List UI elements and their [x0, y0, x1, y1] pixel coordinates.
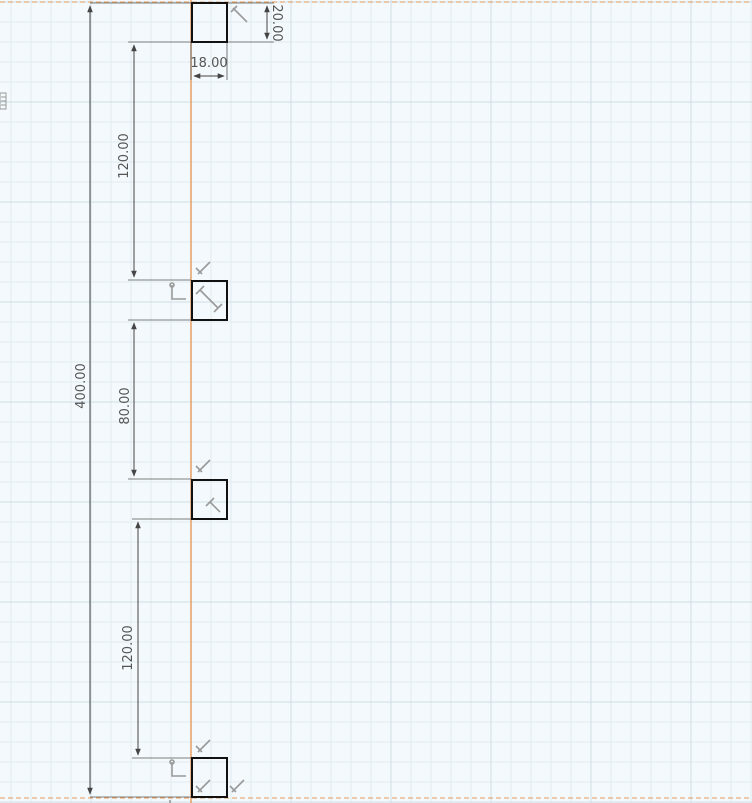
- dimension-square-height-label[interactable]: 20.00: [269, 4, 284, 41]
- perpendicular-constraint-icon[interactable]: [230, 5, 248, 23]
- profile-square-4[interactable]: [191, 757, 228, 798]
- dimension-gap-bottom-label[interactable]: 120.00: [121, 625, 136, 671]
- perpendicular-constraint-icon[interactable]: [195, 739, 211, 753]
- profile-square-3[interactable]: [191, 479, 228, 520]
- perpendicular-constraint-icon[interactable]: [195, 779, 211, 793]
- dimension-square-width-label[interactable]: 18.00: [190, 56, 227, 71]
- perpendicular-constraint-icon[interactable]: [205, 497, 221, 513]
- dimension-gap-bottom[interactable]: 120.00: [121, 518, 191, 759]
- dimension-gap-top-label[interactable]: 120.00: [117, 133, 132, 179]
- dimension-gap-middle[interactable]: 80.00: [118, 319, 191, 480]
- dimension-overall-height[interactable]: 400.00: [74, 2, 191, 798]
- perpendicular-constraint-icon[interactable]: [229, 779, 245, 793]
- horizontal-constraint-icon[interactable]: [169, 282, 186, 300]
- dimension-gap-middle-label[interactable]: 80.00: [118, 387, 133, 424]
- profile-square-2[interactable]: [191, 280, 228, 321]
- perpendicular-constraint-icon[interactable]: [195, 261, 211, 275]
- perpendicular-constraint-icon[interactable]: [195, 459, 211, 473]
- sketch-palette-icon[interactable]: [0, 92, 7, 110]
- horizontal-constraint-icon[interactable]: [169, 759, 186, 777]
- dimension-gap-top[interactable]: 120.00: [117, 41, 191, 281]
- dimension-square-height[interactable]: 20.00: [227, 2, 284, 43]
- perpendicular-constraint-icon[interactable]: [195, 285, 223, 313]
- dimension-square-width[interactable]: 18.00: [190, 42, 228, 80]
- profile-square-1[interactable]: [191, 2, 228, 43]
- dimension-overall-height-label[interactable]: 400.00: [74, 363, 89, 409]
